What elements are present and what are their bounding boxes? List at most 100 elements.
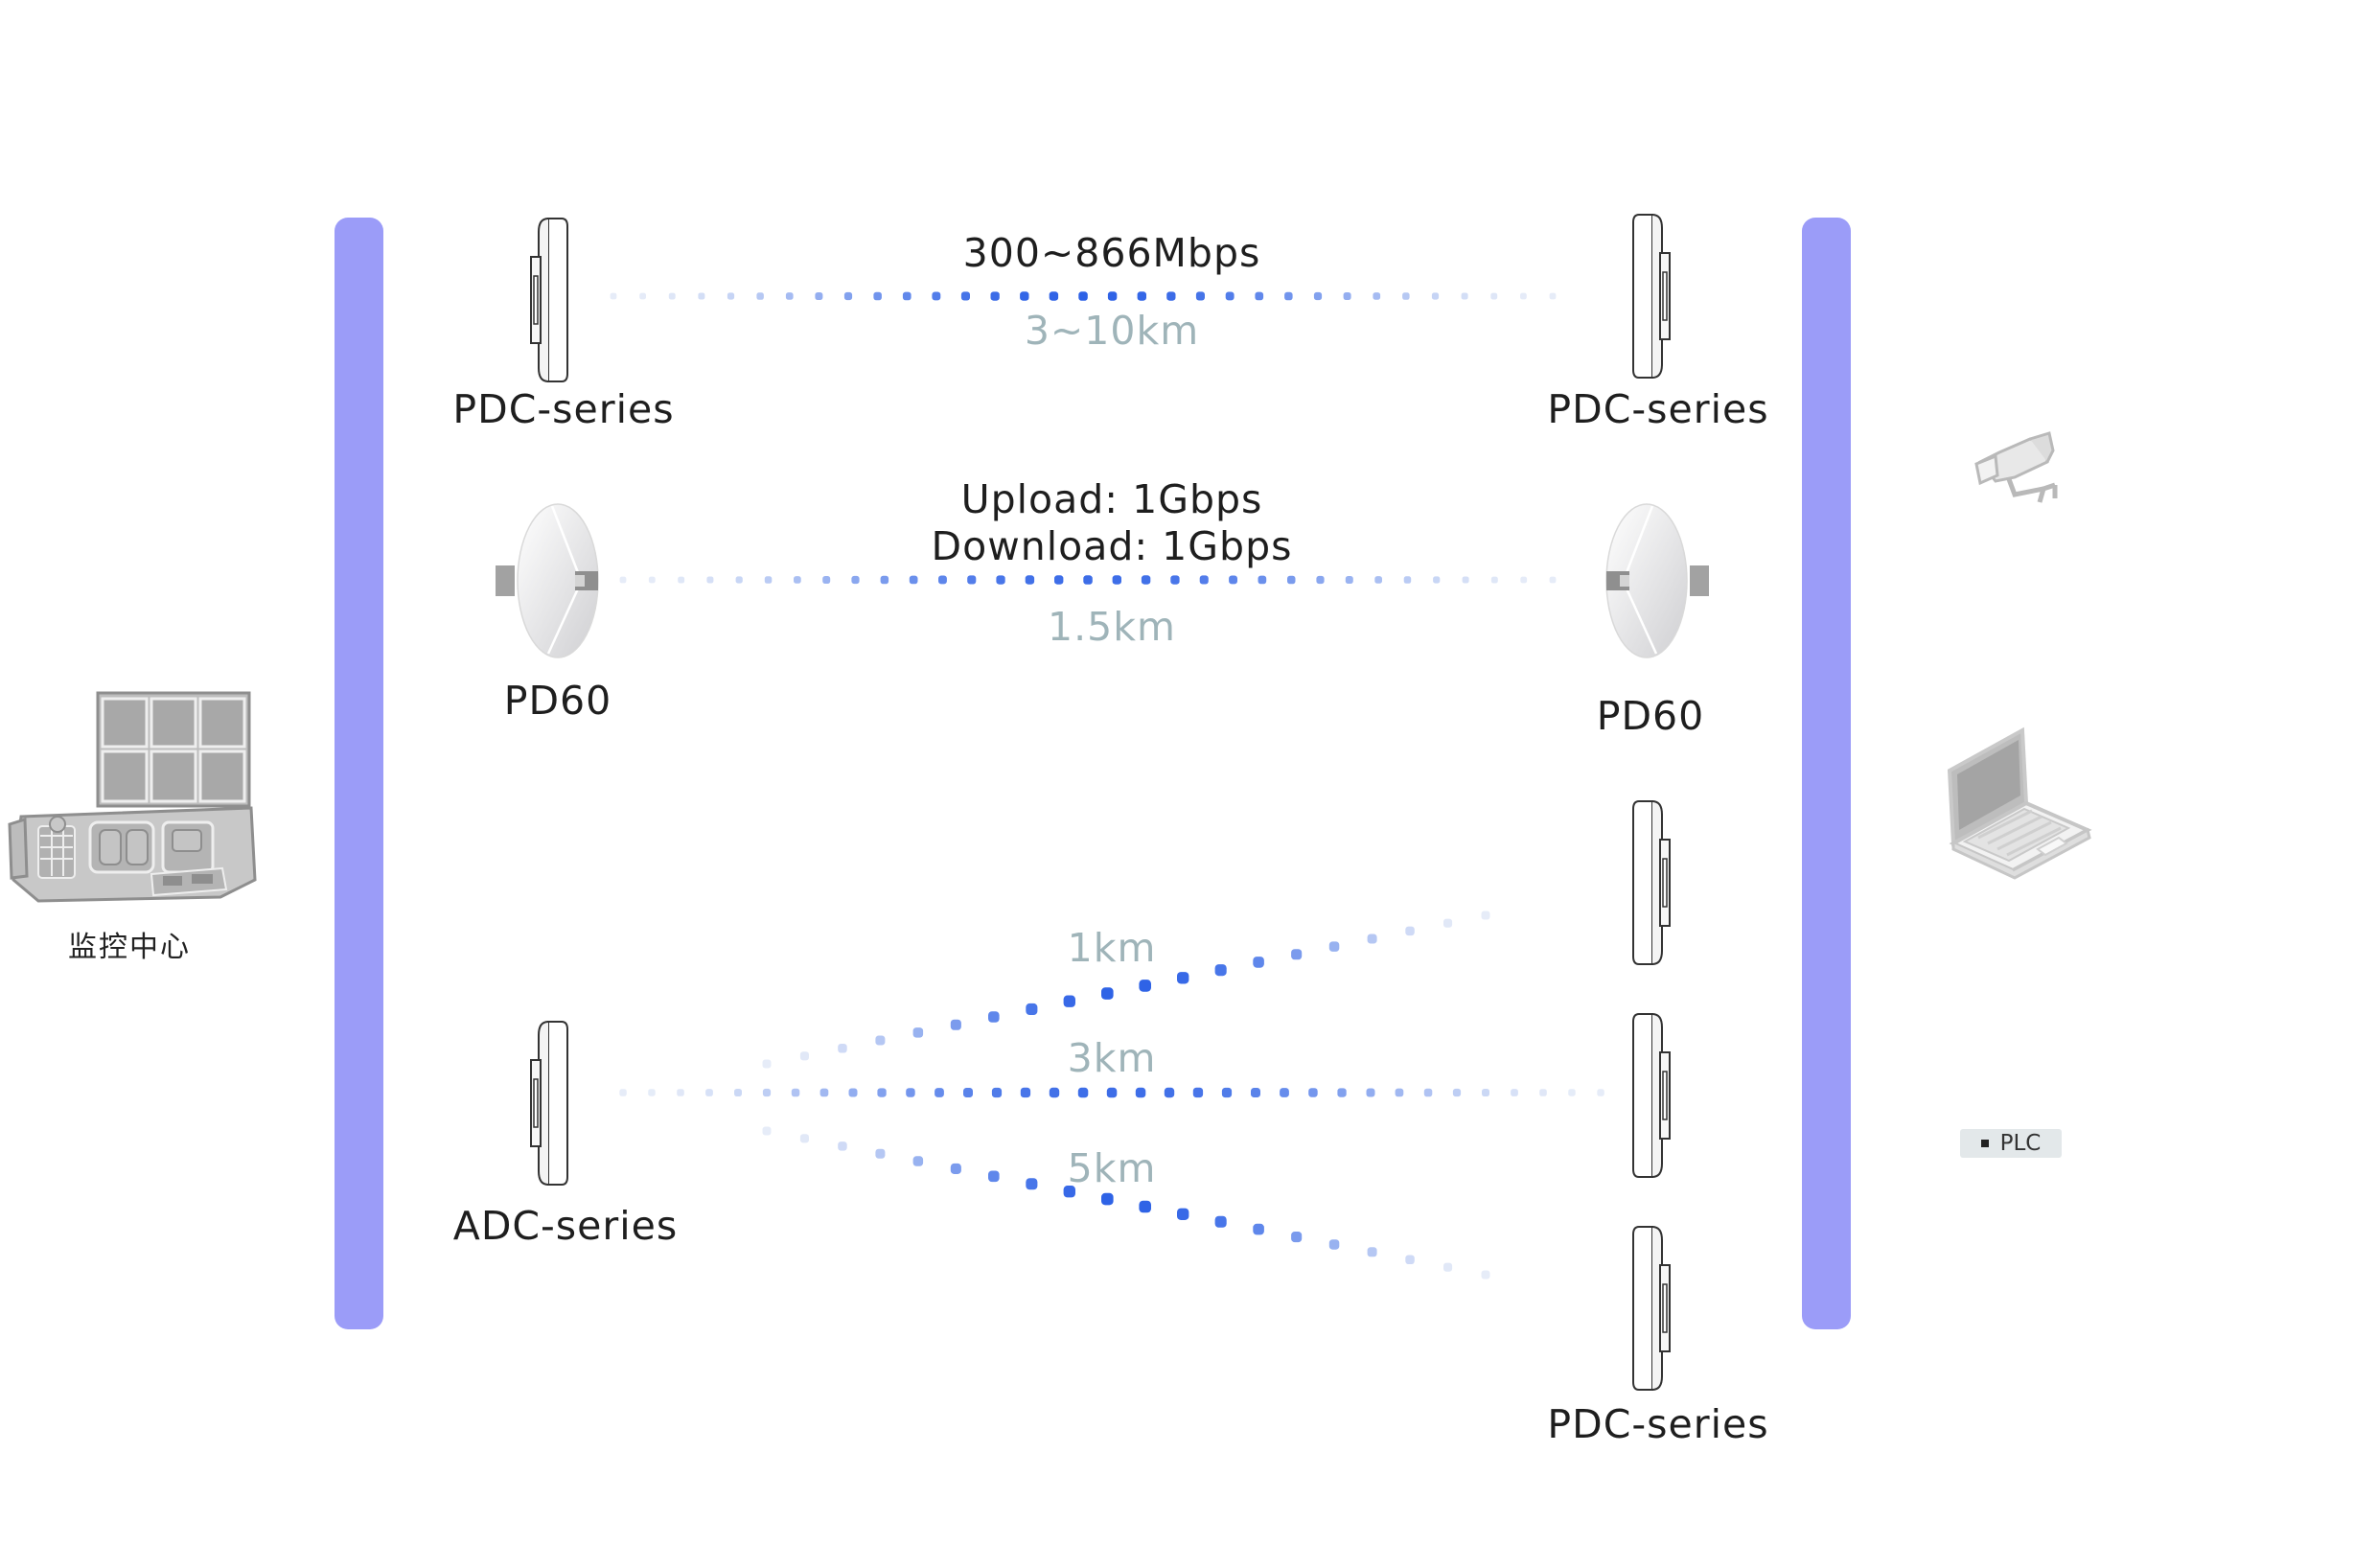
adc-link-3km-dot <box>1511 1089 1518 1096</box>
adc-link-3km-dot <box>734 1089 742 1096</box>
adc-link-5km-dot <box>988 1170 1000 1183</box>
adc-link-1km-dot <box>912 1027 924 1038</box>
pd60-link-dot <box>967 575 977 585</box>
adc-link-1km-dot <box>988 1011 1000 1023</box>
right-pdc-device-icon <box>1632 214 1671 379</box>
pdc-link-dot <box>932 291 941 301</box>
pd60-link-dot <box>1520 576 1528 584</box>
adc-link-3km-dot <box>1423 1088 1433 1097</box>
adc-link-1km-dot <box>1101 987 1114 1000</box>
plc-icon: PLC <box>1960 1129 2062 1158</box>
pdc-link-distance: 3~10km <box>1024 308 1200 354</box>
pdc-link-dot <box>902 291 912 301</box>
adc-link-5km-dot <box>1063 1186 1075 1198</box>
pdc-link-dot <box>1195 291 1205 301</box>
adc-link-1km-dot <box>950 1019 961 1030</box>
adc-link-1km-dot <box>1367 934 1377 944</box>
pdc-link-dot <box>1166 291 1176 301</box>
adc-link-3km-dot <box>1482 1089 1489 1096</box>
pd60-link-dot <box>1083 575 1093 585</box>
adc-link-1km-dot <box>1214 964 1227 977</box>
adc-link-3km-dot <box>1106 1087 1118 1098</box>
adc-link-1km-dot <box>875 1035 886 1046</box>
adc-link-distance-2: 3km <box>1067 1035 1157 1081</box>
pdc-link-dot <box>1373 292 1381 300</box>
adc-link-1km-dot <box>1177 972 1189 984</box>
pdc-link-dot <box>756 292 764 300</box>
adc-link-5km-dot <box>950 1163 961 1174</box>
adc-link-3km-dot <box>705 1089 713 1096</box>
pd60-link <box>619 575 1557 585</box>
pdc-link-dot <box>785 292 794 300</box>
adc-link-3km <box>619 1087 1604 1098</box>
pdc-link-dot <box>668 292 676 300</box>
adc-link-5km-dot <box>1405 1255 1415 1264</box>
pd60-link-dot <box>1345 576 1353 584</box>
pdc-link-dot <box>727 292 735 300</box>
adc-link-3km-dot <box>1135 1087 1146 1098</box>
adc-link-3km-dot <box>1221 1087 1233 1098</box>
pd60-link-dot <box>648 576 656 584</box>
adc-link-5km-dot <box>1328 1239 1340 1250</box>
adc-link-5km <box>762 1126 1490 1280</box>
pdc-link-dot <box>815 292 823 300</box>
right-pdc-device-icon-3 <box>1632 1226 1671 1391</box>
pdc-link-dot <box>960 291 970 301</box>
pd60-link-upload: Upload: 1Gbps <box>960 476 1263 522</box>
pd60-link-dot <box>764 576 773 584</box>
pdc-link-dot <box>1225 291 1235 301</box>
adc-link-1km-dot <box>1291 949 1303 960</box>
adc-link-3km-dot <box>963 1088 973 1097</box>
pd60-link-dot <box>1549 576 1557 584</box>
pdc-link-dot <box>1255 291 1264 301</box>
adc-link-1km-dot <box>1481 911 1490 920</box>
adc-link-3km-dot <box>848 1088 858 1097</box>
pdc-link-dot <box>1520 292 1527 300</box>
adc-link-3km-dot <box>1077 1087 1089 1098</box>
right-pdc-device-icon-2 <box>1632 1013 1671 1178</box>
adc-link-3km-dot <box>1539 1089 1547 1096</box>
pd60-link-dot <box>1462 576 1469 584</box>
pdc-link-dot <box>1137 291 1146 301</box>
wireless-links <box>610 291 1604 1280</box>
pdc-link-dot <box>1490 292 1498 300</box>
adc-link-3km-dot <box>1164 1087 1175 1098</box>
adc-link-3km-dot <box>1597 1089 1604 1096</box>
adc-link-1km-dot <box>799 1051 809 1061</box>
plc-dot-icon <box>1980 1140 1989 1147</box>
pdc-link-dot <box>639 292 646 300</box>
pd60-link-dot <box>1229 575 1237 585</box>
adc-link-3km-dot <box>1366 1088 1375 1097</box>
left-pd60-device-icon <box>496 503 599 658</box>
right-network-bar <box>1802 218 1851 1329</box>
right-pd60-label: PD60 <box>1596 693 1705 739</box>
pd60-link-dot <box>1170 575 1180 585</box>
adc-link-3km-dot <box>1020 1087 1031 1098</box>
pd60-link-dot <box>1112 575 1121 585</box>
plc-label: PLC <box>1999 1131 2042 1156</box>
adc-link-1km-dot <box>1063 995 1075 1007</box>
pdc-link-dot <box>1284 291 1293 301</box>
pd60-link-dot <box>1374 576 1382 584</box>
pd60-link-dot <box>822 576 831 584</box>
pdc-link-rate: 300~866Mbps <box>962 230 1261 276</box>
pdc-link-dot <box>990 291 1000 301</box>
devices <box>496 214 1709 1391</box>
pdc-link-dot <box>1078 291 1088 301</box>
adc-link-distance-3: 5km <box>1067 1145 1157 1191</box>
adc-link-5km-dot <box>1026 1178 1038 1190</box>
adc-link-1km-dot <box>838 1044 847 1053</box>
adc-link-distance-1: 1km <box>1067 925 1157 971</box>
adc-link-3km-dot <box>1049 1087 1060 1098</box>
adc-link-5km-dot <box>1367 1247 1377 1257</box>
adc-link-5km-dot <box>1481 1270 1490 1280</box>
pdc-link <box>610 291 1557 301</box>
adc-link-3km-dot <box>1192 1087 1204 1098</box>
pdc-link-dot <box>1431 292 1440 300</box>
left-adc-device-icon <box>530 1021 568 1186</box>
pd60-link-dot <box>794 576 801 584</box>
pdc-link-dot <box>843 291 853 301</box>
adc-link-3km-dot <box>819 1088 829 1097</box>
adc-link-5km-dot <box>1253 1223 1264 1235</box>
adc-link-1km-dot <box>762 1059 772 1069</box>
